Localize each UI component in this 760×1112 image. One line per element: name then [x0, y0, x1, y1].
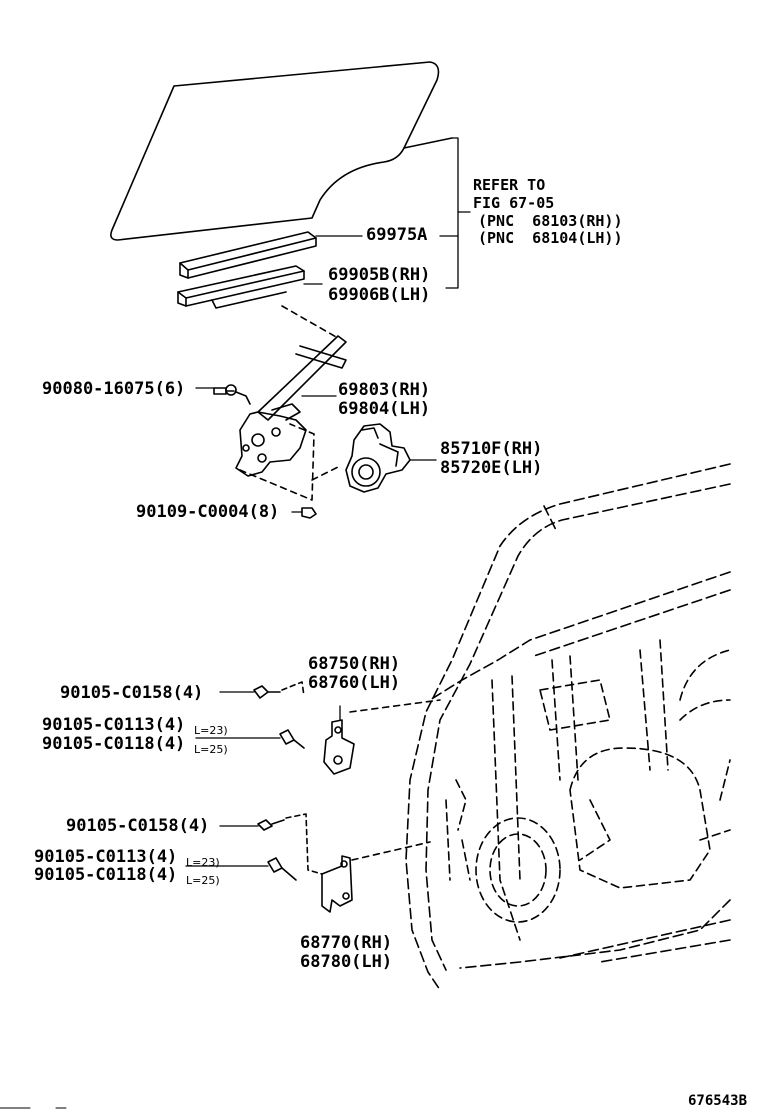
refer-line-3: (PNC 68103(RH))	[478, 212, 623, 230]
window-regulator	[225, 335, 347, 477]
label-upper-bolt-b2-length: L=25)	[194, 743, 228, 756]
label-lower-bolt-a: 90105-C0158(4)	[66, 816, 210, 836]
label-glass-channel-rh: 69905B(RH)	[328, 265, 431, 285]
label-upper-hinge-rh: 68750(RH)	[308, 654, 401, 674]
label-bolt-motor: 90109-C0004(8)	[136, 502, 280, 522]
label-motor-rh: 85710F(RH)	[440, 439, 543, 459]
label-lower-bolt-b1: 90105-C0113(4)	[34, 847, 178, 867]
door-frame	[405, 463, 731, 991]
glass-channel	[177, 265, 305, 309]
leader-lines-top	[303, 137, 471, 289]
label-upper-bolt-a: 90105-C0158(4)	[60, 683, 204, 703]
door-inner-panel	[445, 639, 731, 941]
page-number: 676543B	[688, 1093, 748, 1109]
dashed-connector	[281, 305, 339, 339]
refer-line-4: (PNC 68104(LH))	[478, 229, 623, 247]
label-glass-channel-lh: 69906B(LH)	[328, 285, 431, 305]
label-upper-bolt-b1: 90105-C0113(4)	[42, 715, 186, 735]
label-run-channel: 69975A	[366, 225, 428, 245]
door-glass	[110, 61, 453, 241]
regulator-motor	[345, 423, 411, 493]
label-bolt-regulator: 90080-16075(6)	[42, 379, 186, 399]
run-channel	[179, 231, 317, 279]
label-motor-lh: 85720E(LH)	[440, 458, 543, 478]
label-upper-bolt-b2: 90105-C0118(4)	[42, 734, 186, 754]
refer-line-1: REFER TO	[473, 176, 546, 194]
leader-lines-bottom	[185, 691, 341, 867]
lower-hinge	[257, 813, 431, 913]
upper-hinge	[253, 681, 441, 775]
label-lower-bolt-b2: 90105-C0118(4)	[34, 865, 178, 885]
label-upper-hinge-lh: 68760(LH)	[308, 673, 401, 693]
label-lower-bolt-b1-length: L=23)	[186, 856, 220, 869]
label-regulator-lh: 69804(LH)	[338, 399, 431, 419]
bolt-glyphs	[213, 387, 317, 519]
dashed-mount	[239, 423, 315, 501]
label-lower-bolt-b2-length: L=25)	[186, 874, 220, 887]
leader-lines-middle	[195, 387, 437, 513]
label-regulator-rh: 69803(RH)	[338, 380, 431, 400]
label-lower-hinge-lh: 68780(LH)	[300, 952, 393, 972]
label-lower-hinge-rh: 68770(RH)	[300, 933, 393, 953]
label-upper-bolt-b1-length: L=23)	[194, 724, 228, 737]
refer-line-2: FIG 67-05	[473, 194, 555, 212]
